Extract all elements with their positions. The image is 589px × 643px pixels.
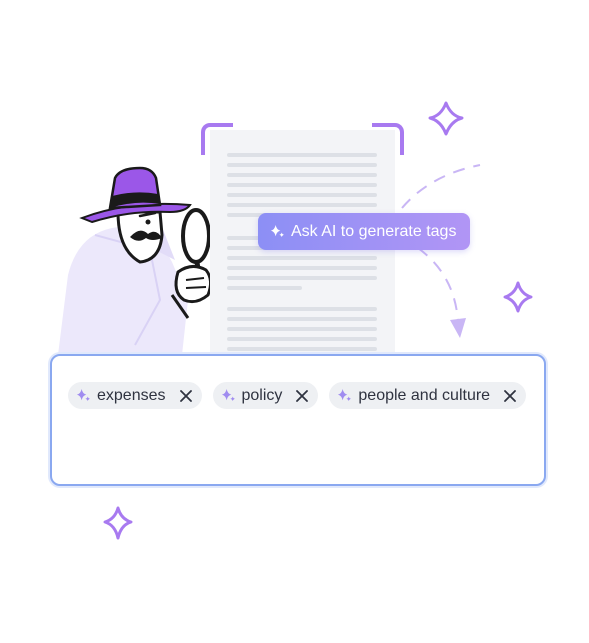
sparkle-icon: [103, 506, 133, 540]
tag-label: people and culture: [358, 386, 491, 404]
tag-chip: policy: [212, 382, 319, 409]
tag-label: policy: [241, 386, 283, 404]
tag-chip: people and culture: [329, 382, 527, 409]
sparkle-icon: [337, 388, 352, 403]
ask-ai-label: Ask AI to generate tags: [291, 222, 457, 240]
dashed-arrow: [417, 247, 459, 323]
close-icon[interactable]: [178, 388, 194, 404]
sparkle-icon: [221, 388, 236, 403]
tag-list: expenses policy people and culture: [68, 382, 527, 409]
tag-label: expenses: [97, 386, 166, 404]
arrow-head-icon: [450, 318, 466, 338]
tags-input[interactable]: expenses policy people and culture: [50, 354, 546, 486]
detective-mustache: [130, 230, 162, 241]
sparkle-icon: [428, 101, 464, 136]
ask-ai-button[interactable]: Ask AI to generate tags: [258, 213, 471, 250]
tag-chip: expenses: [68, 382, 202, 409]
dashed-arrow-top: [401, 164, 481, 209]
scan-bracket-right: [372, 123, 404, 155]
sparkle-icon: [503, 281, 533, 313]
scan-bracket-left: [201, 123, 233, 155]
close-icon[interactable]: [294, 388, 310, 404]
magnifier-lens: [181, 208, 211, 264]
sparkle-icon: [270, 224, 285, 239]
sparkle-icon: [76, 388, 91, 403]
detective-hand: [174, 265, 213, 304]
close-icon[interactable]: [502, 388, 518, 404]
